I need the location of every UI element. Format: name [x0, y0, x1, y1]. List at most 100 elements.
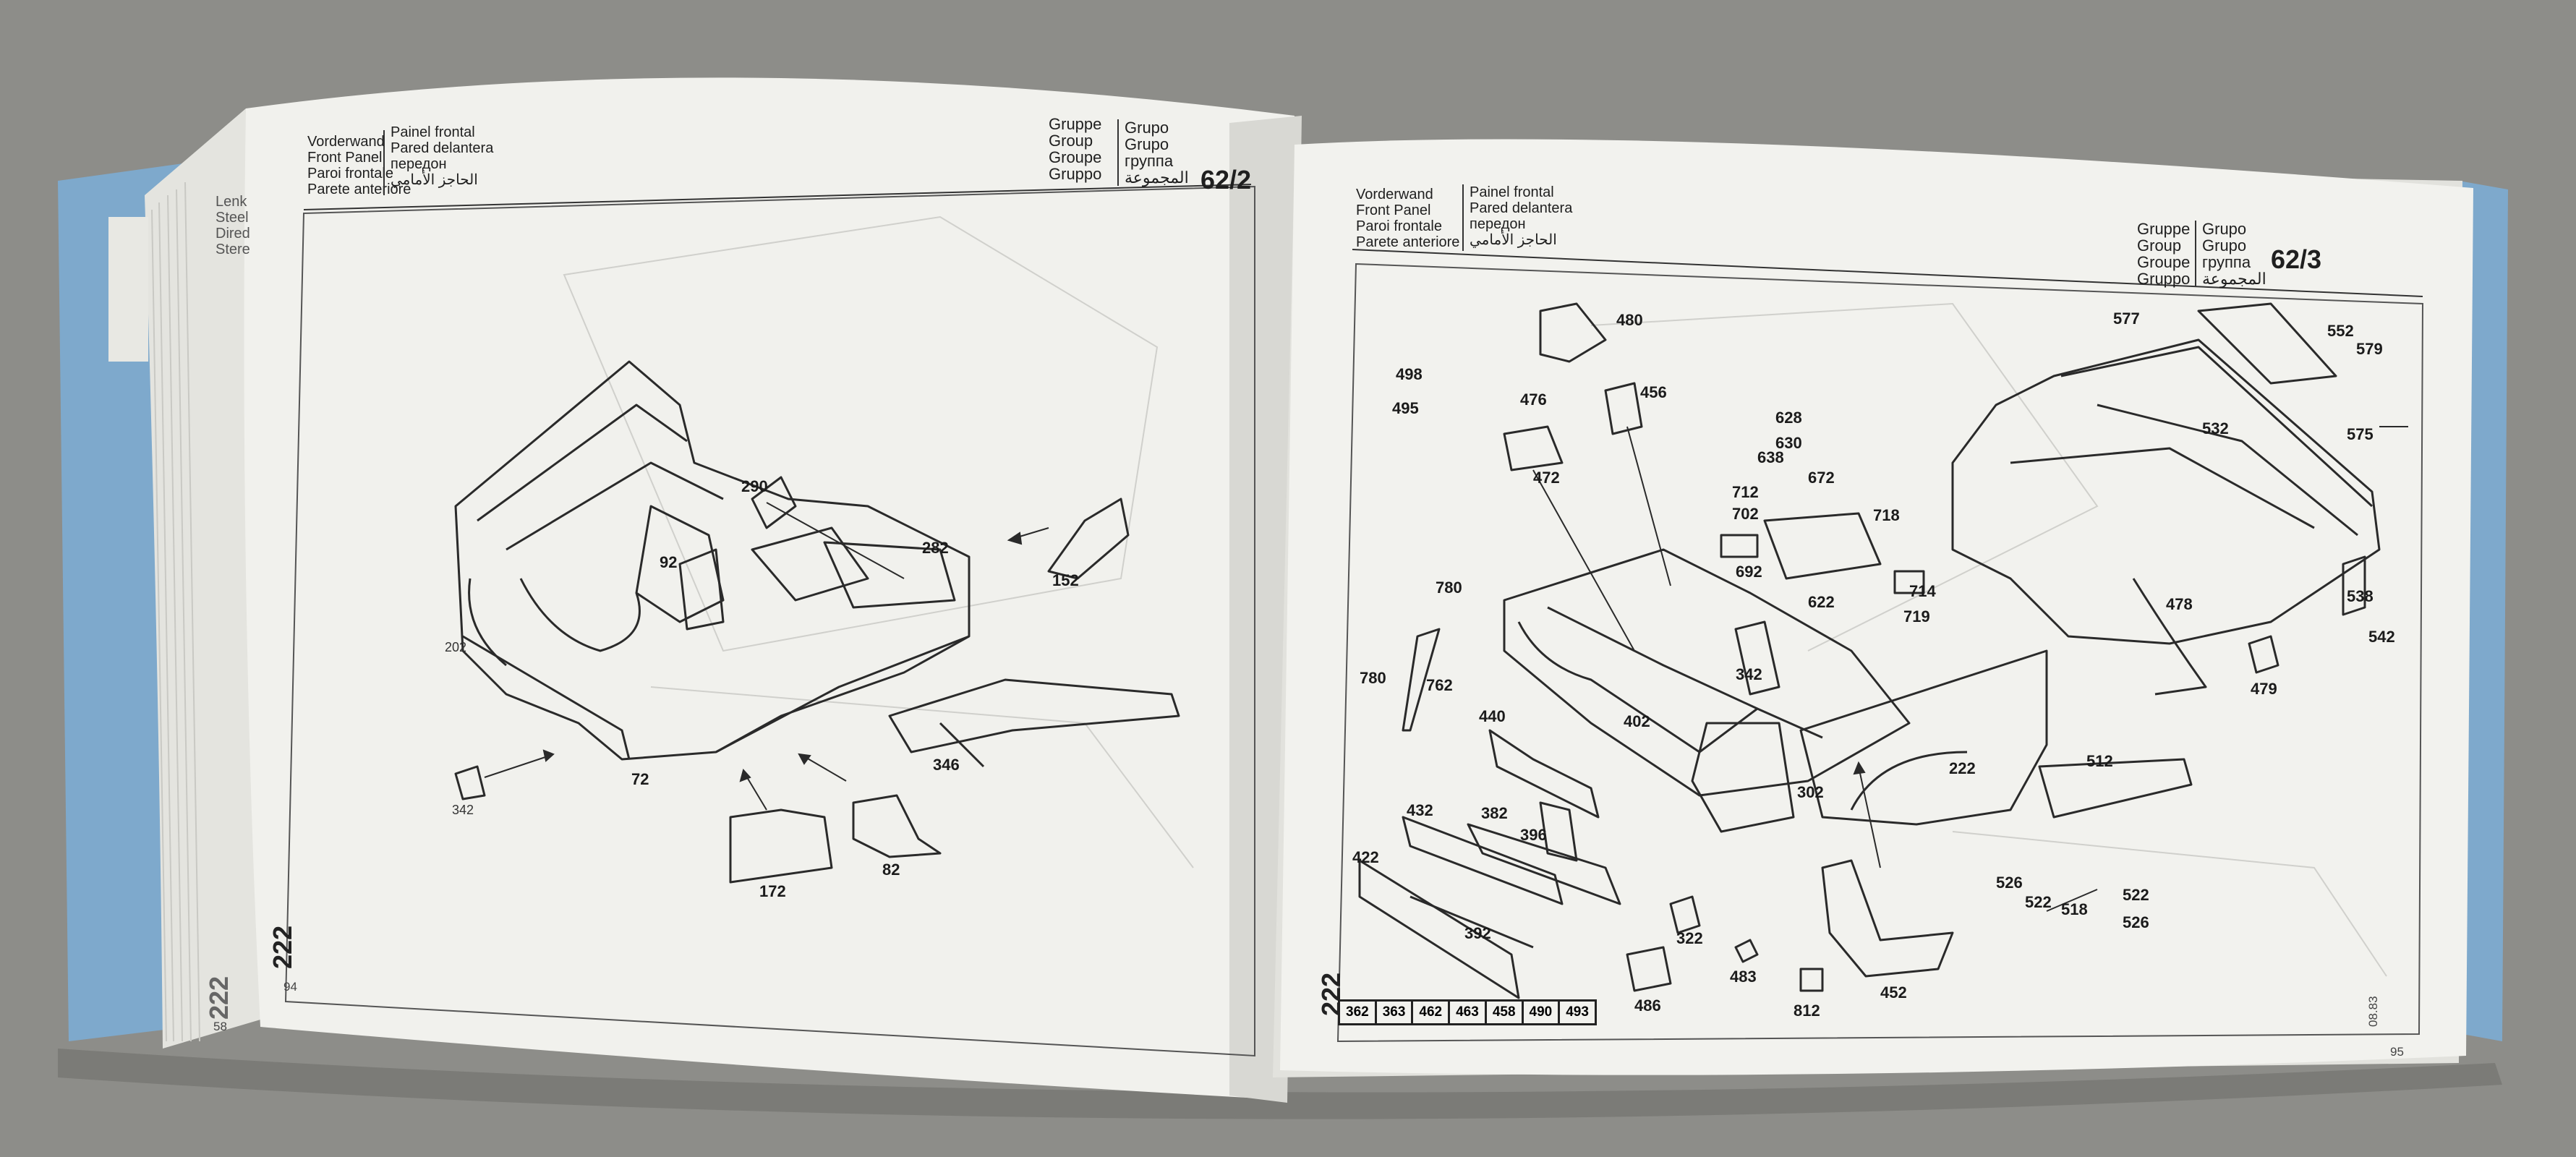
left-header-divider: [383, 130, 385, 195]
part-number-label: 812: [1794, 1002, 1820, 1020]
left-header-rule: [303, 184, 1252, 210]
index-tab: 458: [1487, 1002, 1524, 1023]
part-number-label: 92: [660, 553, 678, 571]
left-page-number: 94: [283, 980, 297, 994]
part-number-label: 322: [1676, 929, 1703, 947]
part-number-label: 552: [2327, 322, 2354, 340]
left-group-de: Gruppe: [1049, 115, 1102, 133]
right-group-pt: Grupo: [2202, 220, 2247, 238]
part-number-label: 282: [922, 539, 949, 557]
left-spine-number: 222: [268, 925, 297, 969]
right-group-divider: [2195, 221, 2196, 287]
bleed-through-drawing: [563, 215, 2387, 977]
right-group-translations: Grupo Grupo группа المجموعة: [2202, 221, 2266, 287]
part-number-label: 714: [1909, 582, 1936, 600]
page-stack-left: [145, 108, 260, 1049]
part-number-label: 518: [2061, 900, 2088, 918]
index-tab: 363: [1377, 1002, 1414, 1023]
left-group-it: Gruppo: [1049, 165, 1102, 183]
right-header-divider: [1462, 184, 1464, 251]
left-group-en: Group: [1049, 132, 1093, 150]
part-number-label: 638: [1757, 448, 1784, 466]
left-group-divider: [1117, 119, 1119, 186]
index-tab: 362: [1340, 1002, 1377, 1023]
part-number-label: 302: [1797, 783, 1824, 801]
part-number-label: 480: [1616, 311, 1643, 329]
part-number-label: 440: [1479, 707, 1506, 725]
left-title-es: Pared delantera: [391, 140, 494, 156]
part-number-label: 346: [933, 756, 960, 774]
part-number-label: 712: [1732, 483, 1759, 501]
cover-label: [108, 217, 148, 362]
part-number-label: 538: [2347, 587, 2374, 605]
part-number-label: 152: [1052, 571, 1079, 589]
left-page-sheet: [244, 77, 1295, 1100]
right-group-ru: группа: [2202, 253, 2251, 271]
left-group-number: 62/2: [1200, 165, 1252, 195]
right-group-it: Gruppo: [2137, 270, 2191, 288]
part-number-label: 522: [2025, 893, 2052, 911]
part-number-label: 692: [1736, 563, 1762, 581]
part-number-label: 780: [1360, 669, 1386, 687]
right-header-rule: [1352, 249, 2423, 297]
part-number-label: 476: [1520, 390, 1547, 409]
left-group-ru: группа: [1125, 152, 1174, 170]
part-number-label: 577: [2113, 309, 2140, 328]
part-number-label: 172: [759, 882, 786, 900]
part-number-label: 452: [1880, 983, 1907, 1002]
index-tab: 462: [1413, 1002, 1451, 1023]
left-header-translations: Painel frontal Pared delantera передон ا…: [391, 124, 493, 188]
part-number-label: 479: [2251, 680, 2277, 698]
right-title-ar: الحاجز الأمامي: [1470, 232, 1557, 248]
left-title-de: Vorderwand: [307, 134, 385, 150]
index-tab: 490: [1524, 1002, 1561, 1023]
right-page-sheet: [1280, 139, 2473, 1075]
right-header-translations: Painel frontal Pared delantera передон ا…: [1470, 184, 1572, 248]
part-number-label: 579: [2356, 340, 2383, 358]
part-number-label: 495: [1392, 399, 1419, 417]
part-number-label: 72: [631, 770, 649, 788]
right-title-es: Pared delantera: [1470, 200, 1573, 216]
left-group-translations: Grupo Grupo группа المجموعة: [1125, 119, 1189, 186]
left-header-titles: Vorderwand Front Panel Paroi frontale Pa…: [307, 134, 411, 197]
left-title-it: Parete anteriore: [307, 182, 411, 197]
index-tab: 493: [1566, 1004, 1589, 1020]
part-number-label: 526: [1996, 874, 2023, 892]
part-number-label: 780: [1436, 578, 1462, 597]
part-number-label: 402: [1624, 712, 1650, 730]
right-title-pt: Painel frontal: [1470, 184, 1554, 200]
left-leader-arrows: [484, 502, 1049, 811]
part-number-label: 628: [1775, 409, 1802, 427]
part-number-label: 630: [1775, 434, 1802, 452]
part-number-label: 762: [1426, 676, 1453, 694]
right-title-de: Vorderwand: [1356, 187, 1433, 202]
part-number-label: 396: [1520, 826, 1547, 844]
part-number-label: 290: [741, 477, 768, 495]
part-number-label: 432: [1407, 801, 1433, 819]
right-group-number: 62/3: [2271, 244, 2322, 274]
left-title-ar: الحاجز الأمامي: [391, 172, 478, 188]
left-title-fr: Paroi frontale: [307, 166, 393, 182]
right-header-titles: Vorderwand Front Panel Paroi frontale Pa…: [1356, 187, 1459, 250]
right-date-code: 08.83: [2366, 996, 2380, 1027]
right-page-number: 95: [2390, 1045, 2404, 1059]
book-shadow: [58, 1049, 2502, 1119]
right-group-de: Gruppe: [2137, 220, 2191, 238]
part-number-label: 672: [1808, 469, 1835, 487]
part-number-label: 472: [1533, 469, 1560, 487]
behind-page-titles: Lenk Steel Dired Stere: [216, 194, 250, 257]
part-number-label: 622: [1808, 593, 1835, 611]
right-group-labels: Gruppe Group Groupe Gruppo: [2137, 221, 2190, 287]
left-group-labels: Gruppe Group Groupe Gruppo: [1049, 116, 1101, 182]
part-number-label: 526: [2123, 913, 2149, 931]
left-group-ar: المجموعة: [1125, 168, 1189, 187]
part-number-label: 702: [1732, 505, 1759, 523]
right-title-en: Front Panel: [1356, 202, 1431, 218]
part-number-label: 486: [1634, 996, 1661, 1015]
page-stack-left-edges: [151, 182, 200, 1042]
left-page-number-back: 58: [213, 1020, 227, 1033]
index-tabs: 362 363 462 463 458 490 493: [1338, 999, 1597, 1025]
part-number-label: 392: [1464, 924, 1491, 942]
part-number-label: 542: [2368, 628, 2395, 646]
